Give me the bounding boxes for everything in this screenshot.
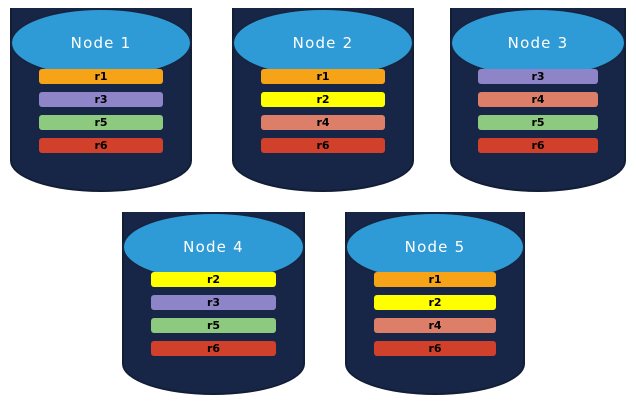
database-node[interactable]: Node 4 r2 r3 r5 r6	[122, 212, 305, 395]
replica-label: r6	[428, 342, 442, 355]
replica-label: r2	[428, 296, 442, 309]
replica-label: r1	[428, 273, 442, 286]
replica-bar[interactable]: r4	[478, 92, 598, 107]
replica-bar[interactable]: r4	[261, 115, 385, 130]
replica-label: r5	[531, 116, 545, 129]
replica-label: r3	[94, 93, 108, 106]
replica-bar[interactable]: r6	[478, 138, 598, 153]
replica-bar[interactable]: r2	[151, 272, 276, 287]
replica-stack: r1 r2 r4 r6	[261, 69, 385, 153]
replica-bar[interactable]: r6	[261, 138, 385, 153]
replica-bar[interactable]: r3	[39, 92, 163, 107]
node-label: Node 1	[70, 34, 132, 53]
replica-label: r6	[94, 139, 108, 152]
replica-label: r1	[94, 70, 108, 83]
database-node[interactable]: Node 1 r1 r3 r5 r6	[10, 8, 192, 192]
replica-bar[interactable]: r6	[39, 138, 163, 153]
replica-label: r4	[428, 319, 442, 332]
cylinder-top-cap: Node 1	[10, 8, 192, 78]
replica-bar[interactable]: r4	[373, 318, 497, 333]
replica-bar[interactable]: r5	[478, 115, 598, 130]
replica-stack: r2 r3 r5 r6	[151, 272, 276, 356]
replica-label: r1	[316, 70, 330, 83]
replica-stack: r1 r3 r5 r6	[39, 69, 163, 153]
replica-label: r6	[206, 342, 221, 355]
replica-label: r3	[206, 296, 221, 309]
database-node[interactable]: Node 5 r1 r2 r4 r6	[345, 212, 525, 395]
replica-bar[interactable]: r6	[373, 341, 497, 356]
replica-bar[interactable]: r2	[261, 92, 385, 107]
replica-stack: r3 r4 r5 r6	[478, 69, 598, 153]
replica-bar[interactable]: r3	[151, 295, 276, 310]
replica-bar[interactable]: r3	[478, 69, 598, 84]
cylinder-top-cap: Node 3	[450, 8, 626, 78]
node-label: Node 2	[292, 34, 354, 53]
replica-label: r5	[94, 116, 108, 129]
replica-bar[interactable]: r5	[151, 318, 276, 333]
replica-bar[interactable]: r5	[39, 115, 163, 130]
replica-bar[interactable]: r1	[261, 69, 385, 84]
replica-label: r6	[531, 139, 545, 152]
replica-bar[interactable]: r2	[373, 295, 497, 310]
cylinder-top-cap: Node 2	[232, 8, 414, 78]
node-label: Node 4	[183, 238, 244, 257]
replica-label: r6	[316, 139, 330, 152]
replica-label: r3	[531, 70, 545, 83]
replica-bar[interactable]: r6	[151, 341, 276, 356]
node-label: Node 3	[507, 34, 569, 53]
replica-label: r4	[531, 93, 545, 106]
replica-stack: r1 r2 r4 r6	[373, 272, 497, 356]
replica-label: r2	[206, 273, 221, 286]
replica-label: r2	[316, 93, 330, 106]
database-node[interactable]: Node 3 r3 r4 r5 r6	[450, 8, 626, 192]
node-label: Node 5	[404, 238, 466, 257]
cylinder-top-cap: Node 4	[122, 212, 305, 282]
replica-bar[interactable]: r1	[373, 272, 497, 287]
cylinder-top-cap: Node 5	[345, 212, 525, 282]
database-node[interactable]: Node 2 r1 r2 r4 r6	[232, 8, 414, 192]
replica-label: r4	[316, 116, 330, 129]
replica-label: r5	[206, 319, 221, 332]
replica-bar[interactable]: r1	[39, 69, 163, 84]
